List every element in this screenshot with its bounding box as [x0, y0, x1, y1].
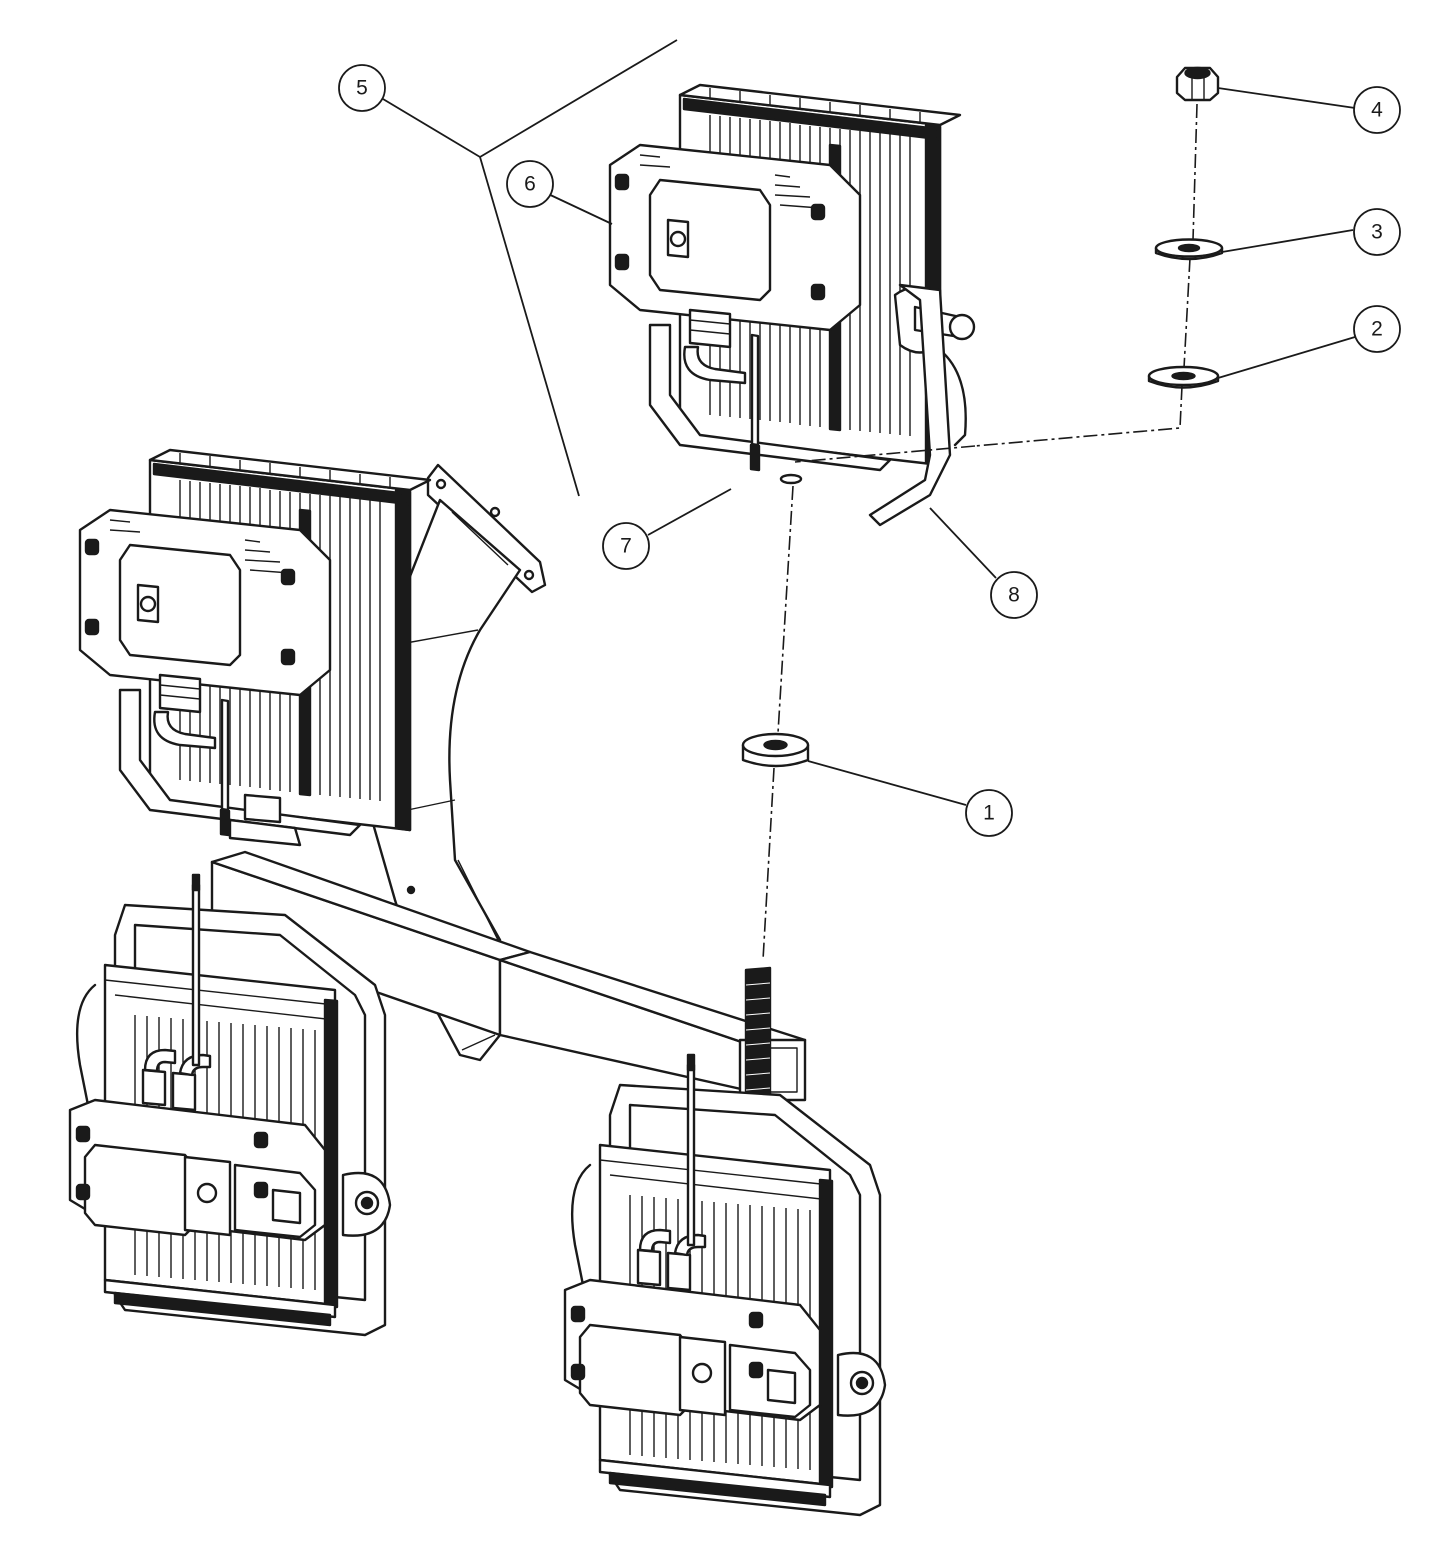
callout-4-label: 4	[1371, 99, 1383, 122]
callout-5: 5	[338, 64, 386, 112]
callout-2: 2	[1353, 305, 1401, 353]
light-fixture-upper-left	[78, 448, 432, 847]
assembly-centerlines	[762, 103, 1198, 961]
callout-1: 1	[965, 789, 1013, 837]
lock-nut	[1175, 66, 1220, 102]
callout-2-label: 2	[1371, 318, 1383, 341]
callout-leaders	[382, 39, 1356, 806]
washer-lower	[1147, 365, 1220, 389]
light-fixture-lower-right	[563, 1053, 887, 1517]
callout-7: 7	[602, 522, 650, 570]
callout-7-label: 7	[620, 535, 632, 558]
callout-5-label: 5	[356, 77, 368, 100]
callout-8-label: 8	[1008, 584, 1020, 607]
callout-6-label: 6	[524, 173, 536, 196]
callout-3-label: 3	[1371, 221, 1383, 244]
spacer	[741, 732, 810, 768]
callout-1-label: 1	[983, 802, 995, 825]
mounting-arm	[210, 463, 807, 1109]
callout-3: 3	[1353, 208, 1401, 256]
washer-upper	[1154, 238, 1224, 261]
callout-4: 4	[1353, 86, 1401, 134]
yoke-hole	[779, 473, 803, 485]
callout-8: 8	[990, 571, 1038, 619]
light-fixture-exploded	[608, 83, 976, 527]
callout-6: 6	[506, 160, 554, 208]
